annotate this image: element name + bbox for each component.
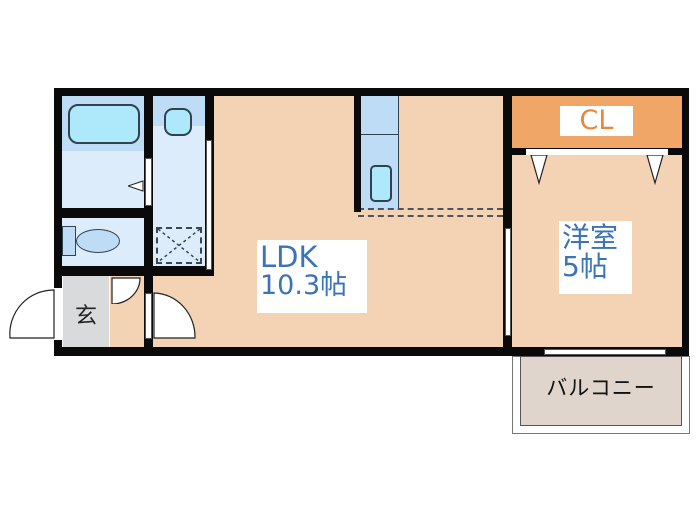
closet-door-hinge-right-icon [646,155,664,185]
closet-door-hinge-left-icon [530,155,548,185]
wall-kitchen [354,88,361,212]
wall-left-upper [54,88,62,288]
balcony [520,356,682,426]
wall-top [54,88,689,96]
front-door-swing-icon[interactable] [8,288,56,340]
washer-pan-cross-icon [157,228,201,263]
closet-door[interactable] [526,149,668,155]
bathroom-door-arrow-icon [128,180,144,192]
ldk-size: 10.3帖 [260,270,348,302]
washroom-sliding-door[interactable] [206,140,212,270]
balcony-window[interactable] [544,349,666,355]
western-room-size: 5帖 [562,250,608,284]
wall-bottom [54,347,689,356]
upper-cabinet-line-2 [358,215,503,217]
sink-icon [164,108,192,136]
wall-toilet-entrance [54,266,214,276]
upper-cabinet-line [358,208,503,210]
ldk-door-opening [145,293,152,339]
balcony-label: バルコニー [546,376,656,400]
closet-label-text: CL [579,105,614,136]
western-room-sliding-door[interactable] [505,228,511,336]
kitchen-divider [361,134,399,135]
wall-right [682,88,689,356]
front-door-opening [54,288,62,340]
wall-ldk-western [503,88,512,356]
entrance [63,276,109,348]
toilet-bowl-icon [76,229,120,253]
western-room-label: 洋室 5帖 [559,221,632,294]
ldk-name: LDK [260,240,318,274]
toilet-tank-icon [62,226,76,256]
washer-pan-icon [156,227,202,264]
toilet-door-swing-icon[interactable] [110,276,142,304]
closet-label: CL [560,106,633,136]
wall-left-lower [54,340,62,356]
kitchen-sink-icon [370,165,392,202]
bathtub-icon [68,104,140,144]
wall-bath-toilet [54,208,146,218]
western-room-name: 洋室 [562,221,619,254]
ldk-label: LDK 10.3帖 [257,240,367,313]
bathroom-door[interactable] [145,158,152,206]
ldk-door-swing-icon[interactable] [153,292,197,340]
entrance-label: 玄 [74,304,97,329]
